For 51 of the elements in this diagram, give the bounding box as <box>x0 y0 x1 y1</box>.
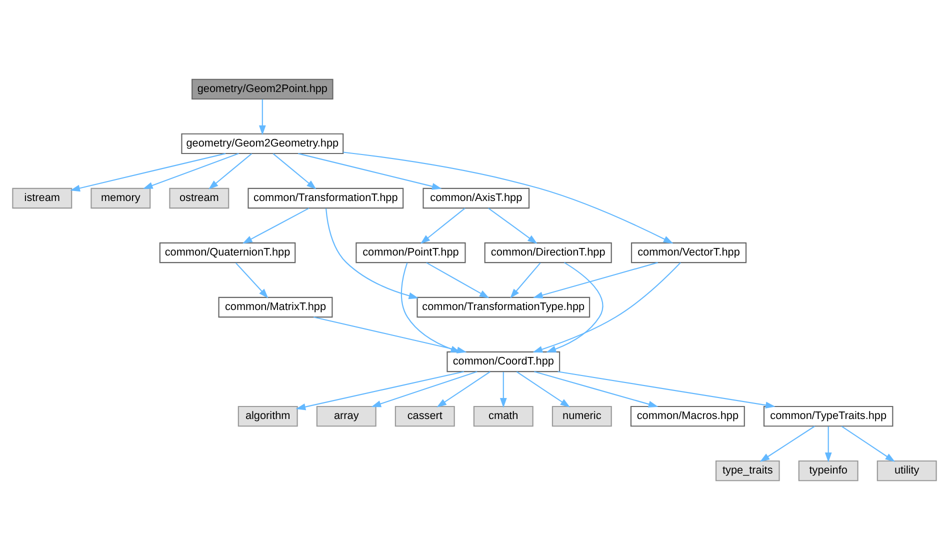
arrow <box>208 153 252 190</box>
arrow <box>298 153 442 190</box>
arrow <box>343 152 674 244</box>
arrow <box>510 262 541 298</box>
arrow <box>70 153 226 192</box>
node-box: common/Macros.hpp <box>630 406 745 427</box>
node-box: geometry/Geom2Geometry.hpp <box>181 133 344 154</box>
arrow <box>272 153 316 190</box>
node-box: common/TypeTraits.hpp <box>763 406 894 427</box>
arrow <box>235 262 268 298</box>
node-box: algorithm <box>238 406 298 427</box>
node-box: common/PointT.hpp <box>356 242 466 264</box>
arrow <box>546 262 604 352</box>
arrow <box>500 372 507 408</box>
node-box: geometry/Geom2Point.hpp <box>192 78 334 100</box>
node-box: istream <box>12 188 72 209</box>
node-box: cassert <box>394 406 455 427</box>
arrow <box>326 208 419 300</box>
arrow <box>532 262 681 353</box>
node-box: common/QuaternionT.hpp <box>159 242 296 264</box>
arrow <box>420 208 466 244</box>
node-box: common/CoordT.hpp <box>446 351 560 372</box>
arrow <box>488 208 538 244</box>
arrow <box>142 153 239 189</box>
node-box: typeinfo <box>798 460 858 482</box>
node-box: common/TransformationT.hpp <box>248 188 404 209</box>
arrow <box>258 99 266 136</box>
arrow <box>242 208 310 244</box>
arrow <box>558 371 776 409</box>
node-box: memory <box>90 188 151 209</box>
arrow <box>760 426 815 462</box>
arrow <box>296 371 464 410</box>
arrow <box>824 426 832 462</box>
node-box: utility <box>876 460 937 482</box>
arrow <box>534 371 658 408</box>
node-box: cmath <box>473 406 534 427</box>
arrow <box>532 262 658 298</box>
node-box: common/TransformationType.hpp <box>416 296 590 318</box>
node-box: common/DirectionT.hpp <box>484 242 612 264</box>
node-box: type_traits <box>715 460 780 482</box>
arrow <box>516 371 570 408</box>
arrow <box>371 371 478 408</box>
arrow <box>841 426 896 462</box>
node-box: ostream <box>169 188 230 209</box>
node-box: common/VectorT.hpp <box>630 242 747 264</box>
node-box: numeric <box>552 406 612 427</box>
arrow <box>426 262 490 298</box>
node-box: array <box>316 406 376 427</box>
arrow <box>436 371 490 408</box>
node-box: common/MatrixT.hpp <box>218 296 333 318</box>
node-box: common/AxisT.hpp <box>422 188 530 209</box>
